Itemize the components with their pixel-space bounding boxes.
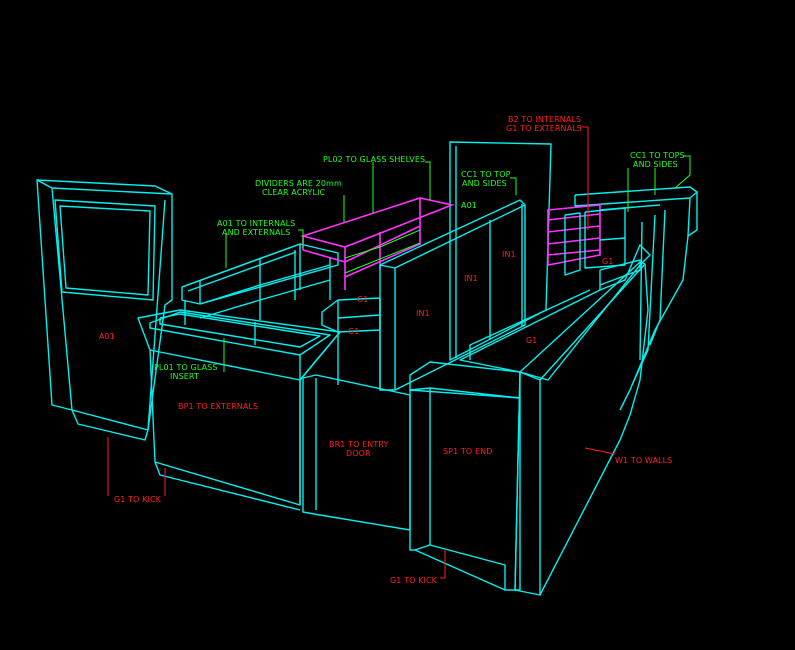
label-a01-internals-2: AND EXTERNALS	[222, 228, 290, 237]
label-pl01-glass-1: PL01 TO GLASS	[154, 363, 218, 372]
a01-door	[36, 179, 173, 441]
right-end-wall	[514, 261, 649, 596]
label-g1-kick-left: G1 TO KICK	[114, 495, 162, 504]
label-dividers-1: DIVIDERS ARE 20mm	[255, 179, 342, 188]
label-a01-top: A01	[461, 201, 477, 210]
label-g1-box-front: G1	[348, 327, 360, 336]
right-wall-unit	[574, 186, 698, 411]
left-back-display-case	[181, 243, 339, 325]
label-dividers-2: CLEAR ACRYLIC	[262, 188, 326, 197]
center-front-box	[321, 297, 381, 390]
label-g1-right: G1	[602, 257, 614, 266]
label-a01-internals-1: A01 TO INTERNALS	[217, 219, 295, 228]
label-pl01-glass-2: INSERT	[170, 372, 199, 381]
leader-lines	[107, 126, 691, 579]
sp1-end-panel	[409, 361, 521, 591]
label-g1-kick-bottom: G1 TO KICK	[390, 576, 438, 585]
glass-shelves-right	[547, 204, 626, 276]
label-a01-door: A01	[99, 332, 115, 341]
label-cc1-tops-2: AND SIDES	[633, 160, 678, 169]
label-bp1-externals: BP1 TO EXTERNALS	[178, 402, 258, 411]
label-sp1-end: SP1 TO END	[443, 447, 492, 456]
label-cc1-tops-1: CC1 TO TOPS	[630, 151, 685, 160]
bp1-front-cabinet	[137, 309, 341, 511]
label-w1-walls: W1 TO WALLS	[615, 456, 672, 465]
label-br1-entry-2: DOOR	[346, 449, 371, 458]
label-in1-middle: IN1	[464, 274, 478, 283]
label-in1-right: IN1	[502, 250, 516, 259]
label-g1-externals: G1 TO EXTERNALS	[506, 124, 582, 133]
label-cc1-top-1: CC1 TO TOP	[461, 170, 511, 179]
label-b2-internals: B2 TO INTERNALS	[508, 115, 581, 124]
right-counter	[459, 244, 651, 381]
label-in1-left: IN1	[416, 309, 430, 318]
label-br1-entry-1: BR1 TO ENTRY	[329, 440, 388, 449]
label-g1-box-top: G1	[357, 295, 369, 304]
label-pl02-glass-shelves: PL02 TO GLASS SHELVES	[323, 155, 425, 164]
br1-entry-door	[302, 374, 411, 531]
annotations: B2 TO INTERNALS G1 TO EXTERNALS PL02 TO …	[99, 115, 685, 585]
label-g1-counter: G1	[526, 336, 538, 345]
label-cc1-top-2: AND SIDES	[462, 179, 507, 188]
